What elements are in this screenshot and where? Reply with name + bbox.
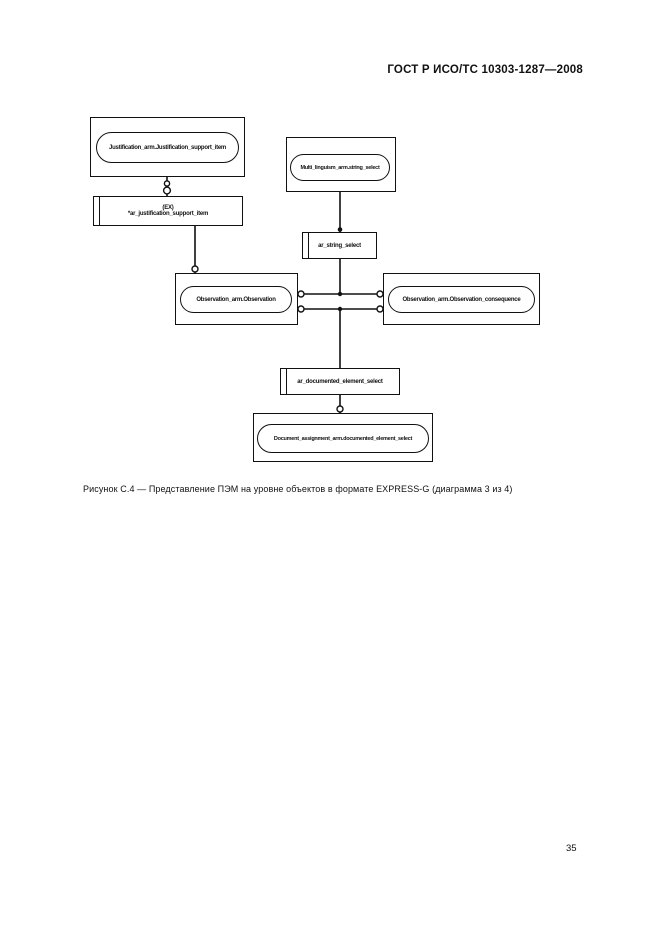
interschema-ref-multi-linguism: Multi_linguism_arm.string_select xyxy=(290,154,390,181)
node-label: Observation_arm.Observation_consequence xyxy=(402,296,521,303)
node-ex-justification-select: (EX) *ar_justification_support_item xyxy=(93,196,243,226)
node-multi-linguism-string-select: Multi_linguism_arm.string_select xyxy=(286,137,396,192)
select-marker: (EX) xyxy=(162,205,174,211)
node-label: Multi_linguism_arm.string_select xyxy=(300,164,380,171)
node-label: *ar_justification_support_item xyxy=(127,211,209,217)
node-ar-string-select: ar_string_select xyxy=(302,232,377,259)
node-label: Observation_arm.Observation xyxy=(196,296,276,303)
interschema-ref-observation: Observation_arm.Observation xyxy=(180,286,292,313)
document-header: ГОСТ Р ИСО/ТС 10303-1287—2008 xyxy=(387,64,583,76)
node-document-assignment: Document_assignment_arm.documented_eleme… xyxy=(253,413,433,462)
express-g-diagram: Justification_arm.Justification_support_… xyxy=(90,117,540,462)
node-observation: Observation_arm.Observation xyxy=(175,273,298,325)
node-label: Justification_arm.Justification_support_… xyxy=(108,144,227,151)
interschema-ref-justification: Justification_arm.Justification_support_… xyxy=(96,132,239,163)
node-justification-support-item: Justification_arm.Justification_support_… xyxy=(90,117,245,177)
node-observation-consequence: Observation_arm.Observation_consequence xyxy=(383,273,540,325)
node-label: ar_documented_element_select xyxy=(297,378,383,385)
node-label: Document_assignment_arm.documented_eleme… xyxy=(273,435,413,442)
page-number: 35 xyxy=(566,843,577,854)
figure-caption: Рисунок С.4 — Представление ПЭМ на уровн… xyxy=(83,484,513,494)
node-ar-documented-element-select: ar_documented_element_select xyxy=(280,368,400,395)
node-label: ar_string_select xyxy=(318,242,361,249)
interschema-ref-observation-consequence: Observation_arm.Observation_consequence xyxy=(388,286,535,313)
interschema-ref-document-assignment: Document_assignment_arm.documented_eleme… xyxy=(257,424,429,453)
